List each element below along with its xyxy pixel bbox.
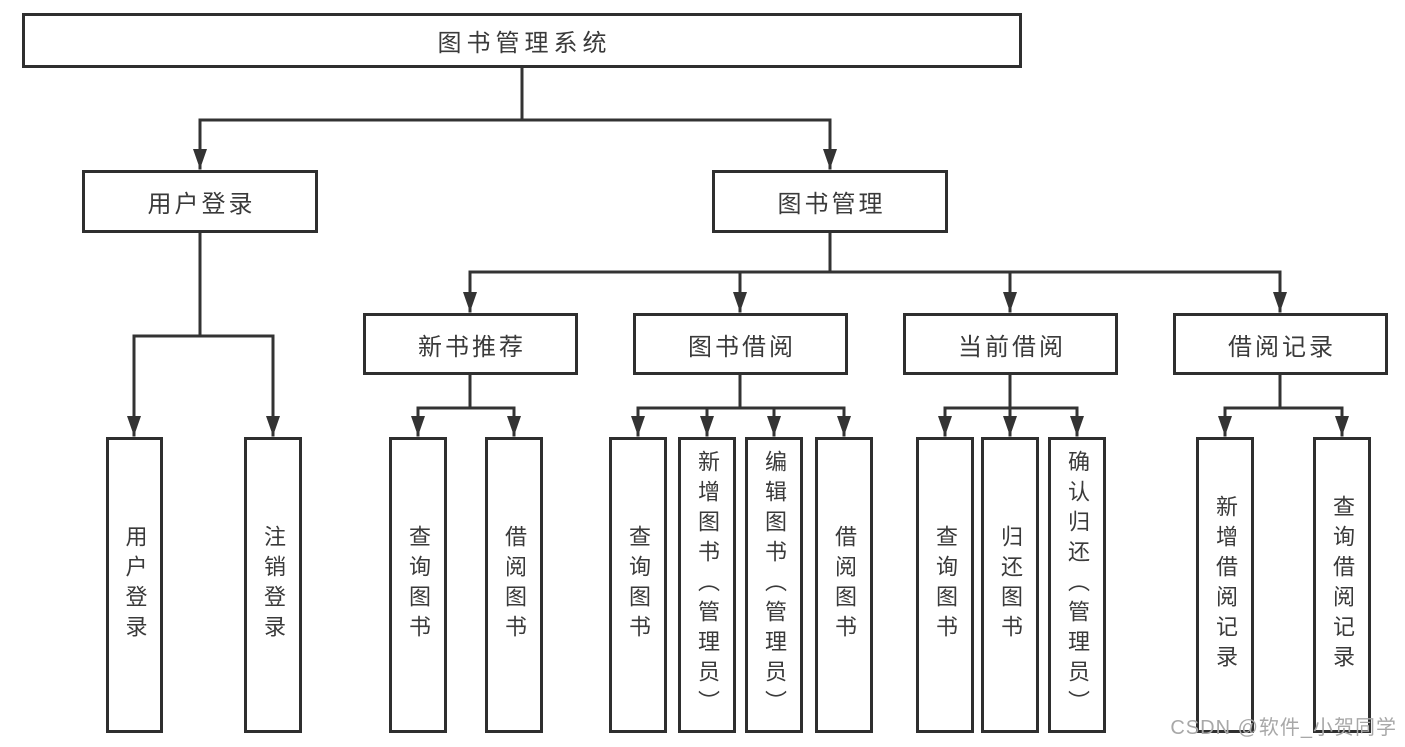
leaf-query-books-current-label: 查询图书 — [933, 525, 958, 645]
leaf-logout-label: 注销登录 — [261, 525, 286, 645]
node-user-login: 用户登录 — [82, 170, 318, 233]
leaf-borrow-books-label: 借阅图书 — [832, 525, 857, 645]
node-borrow-records-label: 借阅记录 — [1228, 333, 1336, 361]
node-borrow-records: 借阅记录 — [1173, 313, 1388, 375]
leaf-borrow-books: 借阅图书 — [815, 437, 873, 733]
node-current-borrow: 当前借阅 — [903, 313, 1118, 375]
node-book-borrow-label: 图书借阅 — [688, 333, 796, 361]
leaf-confirm-return-admin-label: 确认归还（管理员） — [1065, 450, 1090, 720]
leaf-query-books-borrow: 查询图书 — [609, 437, 667, 733]
leaf-add-books-admin-label: 新增图书（管理员） — [695, 450, 720, 720]
leaf-add-borrow-record-label: 新增借阅记录 — [1213, 495, 1238, 675]
node-root-system: 图书管理系统 — [22, 13, 1022, 68]
leaf-logout: 注销登录 — [244, 437, 302, 733]
leaf-query-borrow-record-label: 查询借阅记录 — [1330, 495, 1355, 675]
node-new-book-recommend: 新书推荐 — [363, 313, 578, 375]
leaf-query-books-recommend: 查询图书 — [389, 437, 447, 733]
leaf-edit-books-admin-label: 编辑图书（管理员） — [762, 450, 787, 720]
node-book-management-label: 图书管理 — [777, 191, 886, 218]
node-user-login-label: 用户登录 — [147, 191, 256, 218]
leaf-add-borrow-record: 新增借阅记录 — [1196, 437, 1254, 733]
leaf-query-books-borrow-label: 查询图书 — [626, 525, 651, 645]
leaf-query-books-recommend-label: 查询图书 — [406, 525, 431, 645]
leaf-return-books: 归还图书 — [981, 437, 1039, 733]
leaf-borrow-books-recommend: 借阅图书 — [485, 437, 543, 733]
leaf-return-books-label: 归还图书 — [998, 525, 1023, 645]
leaf-borrow-books-recommend-label: 借阅图书 — [502, 525, 527, 645]
node-book-borrow: 图书借阅 — [633, 313, 848, 375]
node-new-book-recommend-label: 新书推荐 — [418, 333, 526, 361]
leaf-confirm-return-admin: 确认归还（管理员） — [1048, 437, 1106, 733]
leaf-query-borrow-record: 查询借阅记录 — [1313, 437, 1371, 733]
node-book-management: 图书管理 — [712, 170, 948, 233]
leaf-user-login-label: 用户登录 — [122, 525, 148, 645]
csdn-watermark: CSDN @软件_小贺同学 — [1170, 717, 1397, 739]
leaf-query-books-current: 查询图书 — [916, 437, 974, 733]
node-root-system-label: 图书管理系统 — [437, 30, 612, 57]
leaf-add-books-admin: 新增图书（管理员） — [678, 437, 736, 733]
leaf-user-login: 用户登录 — [106, 437, 163, 733]
node-current-borrow-label: 当前借阅 — [958, 333, 1066, 361]
leaf-edit-books-admin: 编辑图书（管理员） — [745, 437, 803, 733]
